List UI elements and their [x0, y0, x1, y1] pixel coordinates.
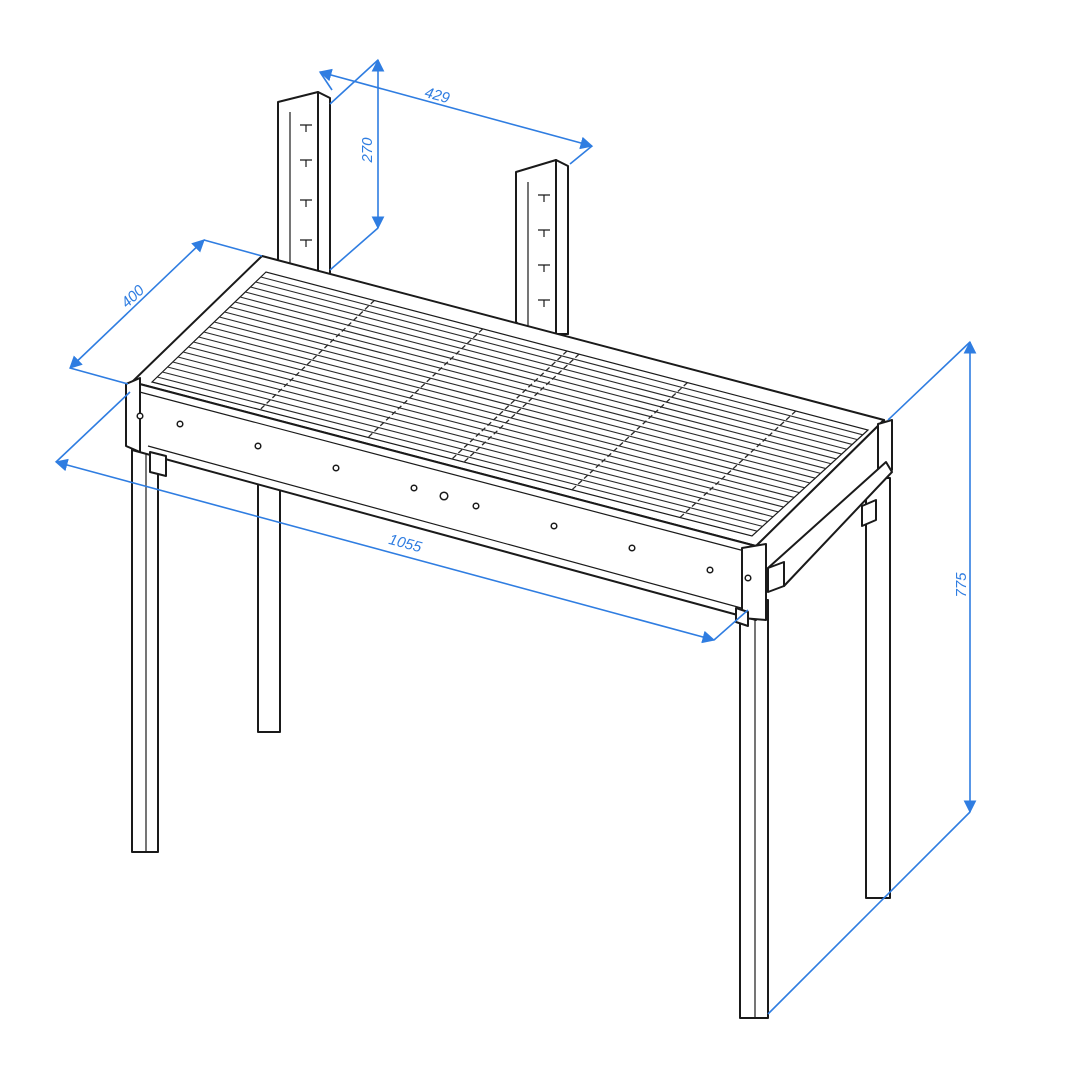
leg-back-left	[257, 477, 281, 733]
grill-rod	[250, 286, 853, 445]
dimension-775-label: 775	[953, 572, 970, 598]
grill-rod	[260, 276, 863, 436]
leg-front-right	[739, 599, 769, 1019]
grill-rod	[214, 321, 816, 479]
dimension-labels: 429 270 400 1055 775	[118, 84, 970, 597]
grill-rod	[208, 326, 811, 484]
grill-cross-support	[367, 328, 484, 438]
bracket-left	[277, 91, 331, 275]
leg-front-left	[131, 439, 159, 853]
grill-rod	[255, 281, 858, 441]
grill-cross-support	[259, 299, 375, 411]
leg-back-right	[865, 477, 891, 899]
dimension-429-label: 429	[423, 84, 452, 107]
grill-cross-support	[463, 353, 580, 463]
bracket-right	[515, 159, 569, 335]
dimension-400-label: 400	[118, 282, 148, 312]
dimension-270-label: 270	[359, 137, 376, 164]
dimension-lines	[54, 58, 977, 1015]
firebox	[125, 255, 893, 627]
grill-cross-support	[451, 350, 568, 460]
